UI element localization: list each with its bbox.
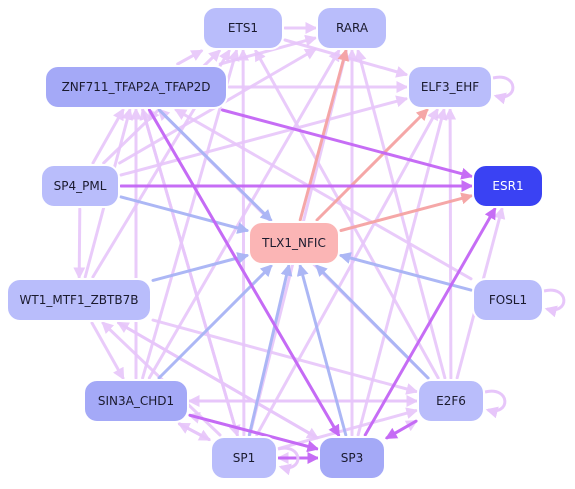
node-box — [248, 221, 340, 265]
node-box — [83, 379, 189, 423]
node-layer: ETS1 RARA ZNF711_TFAP2A_TFAP2D ELF3_EHF SP4_… — [6, 6, 544, 480]
edge-layer — [73, 22, 566, 476]
edge-sp4-to-elf3 — [119, 95, 409, 177]
edge-sp1-to-elf3 — [255, 107, 439, 437]
node-label: SP3 — [341, 451, 364, 465]
edge-e2f6-to-sp3 — [384, 419, 418, 440]
node-label: TLX1_NFIC — [261, 236, 326, 250]
edge-tlx1-to-esr1 — [339, 192, 474, 232]
node-label: SP1 — [233, 451, 256, 465]
edge-znf711-to-sp1 — [141, 108, 241, 438]
edge-znf711-to-sp3 — [147, 108, 341, 438]
node-box — [6, 278, 152, 322]
node-box — [210, 436, 278, 480]
edge-sp1-to-sin3a — [177, 422, 211, 441]
edge-sp4-to-znf711 — [91, 107, 125, 165]
edge-znf711-to-tlx1 — [157, 108, 273, 222]
node-label: RARA — [336, 21, 369, 35]
edge-wt1-to-sin3a — [90, 321, 125, 381]
edge-sp1-to-ets1 — [237, 48, 250, 437]
node-sp1[interactable]: SP1 — [210, 436, 278, 480]
node-label: E2F6 — [436, 394, 466, 408]
node-label: FOSL1 — [489, 293, 527, 307]
node-box — [472, 164, 544, 208]
edge-sp1-to-tlx1 — [247, 263, 293, 437]
edge-e2f6-to-ets1 — [254, 48, 440, 380]
edge-wt1-to-e2f6 — [151, 318, 419, 395]
node-rara[interactable]: RARA — [316, 6, 388, 50]
self-loop-e2f6 — [484, 389, 507, 419]
node-label: ETS1 — [228, 21, 258, 35]
edge-znf711-to-esr1 — [220, 108, 474, 180]
node-sin3a[interactable]: SIN3A_CHD1 — [83, 379, 189, 423]
edge-sp3-to-wt1 — [116, 321, 319, 440]
node-label: WT1_MTF1_ZBTB7B — [20, 293, 139, 307]
edge-sp3-to-esr1 — [363, 206, 497, 437]
edge-znf711-to-ets1 — [176, 49, 204, 66]
edge-fosl1-to-znf711 — [174, 108, 473, 281]
node-sp3[interactable]: SP3 — [318, 436, 386, 480]
self-loop-sp1 — [277, 446, 300, 476]
node-e2f6[interactable]: E2F6 — [417, 379, 485, 423]
node-box — [44, 65, 228, 109]
node-box — [40, 164, 120, 208]
node-elf3[interactable]: ELF3_EHF — [407, 65, 493, 109]
node-sp4[interactable]: SP4_PML — [40, 164, 120, 208]
edge-sp3-to-tlx1 — [296, 263, 348, 437]
node-tlx1[interactable]: TLX1_NFIC — [248, 221, 340, 265]
node-label: SIN3A_CHD1 — [98, 394, 174, 408]
edge-sp4-to-wt1 — [73, 207, 86, 280]
edge-sp4-to-tlx1 — [119, 195, 250, 234]
node-box — [407, 65, 493, 109]
node-znf711[interactable]: ZNF711_TFAP2A_TFAP2D — [44, 65, 228, 109]
edge-e2f6-to-elf3 — [444, 107, 457, 380]
edge-sin3a-to-sp3 — [188, 413, 320, 453]
edge-wt1-to-tlx1 — [151, 252, 250, 282]
node-label: ESR1 — [492, 179, 523, 193]
edge-e2f6-to-tlx1 — [315, 264, 430, 380]
edge-tlx1-to-elf3 — [315, 108, 429, 222]
node-ets1[interactable]: ETS1 — [202, 6, 284, 50]
edge-sp1-to-e2f6 — [277, 407, 419, 450]
node-label: ELF3_EHF — [421, 80, 479, 94]
node-fosl1[interactable]: FOSL1 — [472, 278, 544, 322]
node-box — [316, 6, 388, 50]
node-label: ZNF711_TFAP2A_TFAP2D — [62, 80, 211, 94]
node-box — [472, 278, 544, 322]
self-loop-fosl1 — [543, 288, 566, 318]
node-box — [318, 436, 386, 480]
node-wt1[interactable]: WT1_MTF1_ZBTB7B — [6, 278, 152, 322]
self-loop-elf3 — [492, 75, 515, 105]
edge-fosl1-to-tlx1 — [338, 252, 473, 292]
node-esr1[interactable]: ESR1 — [472, 164, 544, 208]
node-label: SP4_PML — [54, 179, 107, 193]
node-box — [417, 379, 485, 423]
node-box — [202, 6, 284, 50]
